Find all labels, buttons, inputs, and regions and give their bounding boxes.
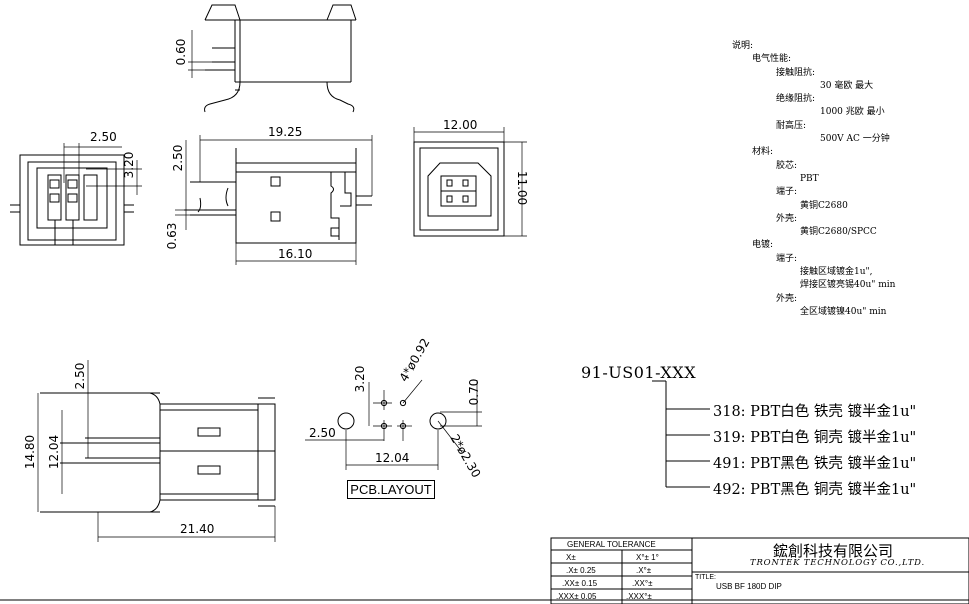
dim-12-04-bottom-label: 12.04 <box>47 435 61 469</box>
dim-pcb-0-70-label: 0.70 <box>467 379 481 406</box>
pcb-layout: 3.20 4*ø0.92 0.70 2.50 12.04 2*ø2.30 <box>305 336 483 480</box>
plating-shell-label: 外壳: <box>776 293 798 304</box>
dim-3-20-label: 3.20 <box>122 152 136 179</box>
notes-heading: 说明: <box>732 41 754 51</box>
bottom-view: 2.50 14.80 12.04 21.40 <box>23 360 276 542</box>
dim-pcb-3-20-label: 3.20 <box>353 366 367 393</box>
tolerance-row-1-angular: X°± 1° <box>636 553 659 562</box>
title-block-grid <box>0 537 969 604</box>
housing-value: PBT <box>800 173 819 184</box>
company-name-cn: 鋐創科技有限公司 <box>773 542 894 560</box>
tolerance-row-1-linear: X± <box>566 553 576 562</box>
plating-terminal-value-1: 接触区域镀金1u", <box>800 267 873 278</box>
option-492: 492: PBT黑色 铜壳 镀半金1u" <box>713 482 917 498</box>
contact-resistance-label: 接触阻抗: <box>776 67 816 78</box>
option-318: 318: PBT白色 铁壳 镀半金1u" <box>713 404 917 420</box>
shell-label: 外壳: <box>776 213 798 224</box>
tolerance-row-3-angular: .XX°± <box>632 579 653 588</box>
material-heading: 材料: <box>752 147 774 158</box>
end-view: 12.00 11.00 <box>413 118 529 237</box>
terminal-label: 端子: <box>776 187 798 198</box>
plating-terminal-value-2: 焊接区镀亮锡40u" min <box>800 280 896 291</box>
dim-pcb-hole-large-label: 2*ø2.30 <box>447 432 483 480</box>
title-label: TITLE: <box>695 574 717 581</box>
dim-11-00-label: 11.00 <box>515 171 529 205</box>
contact-resistance-value: 30 毫欧 最大 <box>820 80 874 91</box>
withstand-voltage-value: 500V AC 一分钟 <box>820 134 890 145</box>
dim-pcb-2-50-label: 2.50 <box>309 426 336 440</box>
dim-14-80-label: 14.80 <box>23 435 37 469</box>
tolerance-row-2-angular: .X°± <box>636 566 652 575</box>
side-view: 19.25 2.50 0.63 16.10 <box>165 125 373 265</box>
insulation-resistance-label: 绝缘阻抗: <box>776 94 816 105</box>
terminal-value: 黄铜C2680 <box>800 200 848 211</box>
plating-terminal-label: 端子: <box>776 253 798 264</box>
dim-16-10-label: 16.10 <box>278 247 312 261</box>
tolerance-row-2-linear: .X± 0.25 <box>566 566 596 575</box>
dim-21-40-label: 21.40 <box>180 522 214 536</box>
dim-2-50-front-label: 2.50 <box>90 130 117 144</box>
spec-notes: 说明: 电气性能: 接触阻抗: 30 毫欧 最大 绝缘阻抗: 1000 兆欧 最… <box>732 40 895 319</box>
tolerance-row-3-linear: .XX± 0.15 <box>562 579 598 588</box>
part-number: 91-US01-XXX <box>581 363 697 382</box>
dim-0-63-label: 0.63 <box>165 223 179 250</box>
top-view: 0.60 <box>174 4 357 113</box>
shell-value: 黄铜C2680/SPCC <box>800 227 877 238</box>
dim-2-50-side-label: 2.50 <box>171 145 185 172</box>
plating-heading: 电镀: <box>752 240 774 251</box>
option-491: 491: PBT黑色 铁壳 镀半金1u" <box>713 456 917 472</box>
part-number-leaders <box>652 380 710 488</box>
insulation-resistance-value: 1000 兆欧 最小 <box>820 107 885 118</box>
tolerance-row-4-linear: .XXX± 0.05 <box>556 592 597 601</box>
front-view: 2.50 3.20 <box>10 130 142 246</box>
dim-pcb-hole-small-label: 4*ø0.92 <box>397 336 433 384</box>
title-value: USB BF 180D DIP <box>716 582 782 591</box>
electrical-heading: 电气性能: <box>752 54 792 65</box>
pcb-layout-label: PCB.LAYOUT <box>347 480 435 499</box>
dim-12-00-label: 12.00 <box>443 118 477 132</box>
withstand-voltage-label: 耐高压: <box>776 120 807 131</box>
plating-shell-value: 全区域镀镍40u" min <box>800 306 887 317</box>
housing-label: 胶芯: <box>776 160 798 171</box>
tolerance-header: GENERAL TOLERANCE <box>567 540 656 549</box>
dim-0-60-label: 0.60 <box>174 39 188 66</box>
dim-pcb-12-04-label: 12.04 <box>375 451 409 465</box>
dim-2-50-bottom-label: 2.50 <box>73 363 87 390</box>
dim-19-25-label: 19.25 <box>268 125 302 139</box>
tolerance-row-4-angular: .XXX°± <box>626 592 652 601</box>
company-name-en: TRONTEK TECHNOLOGY CO.,LTD. <box>750 558 925 568</box>
option-319: 319: PBT白色 铜壳 镀半金1u" <box>713 430 917 446</box>
